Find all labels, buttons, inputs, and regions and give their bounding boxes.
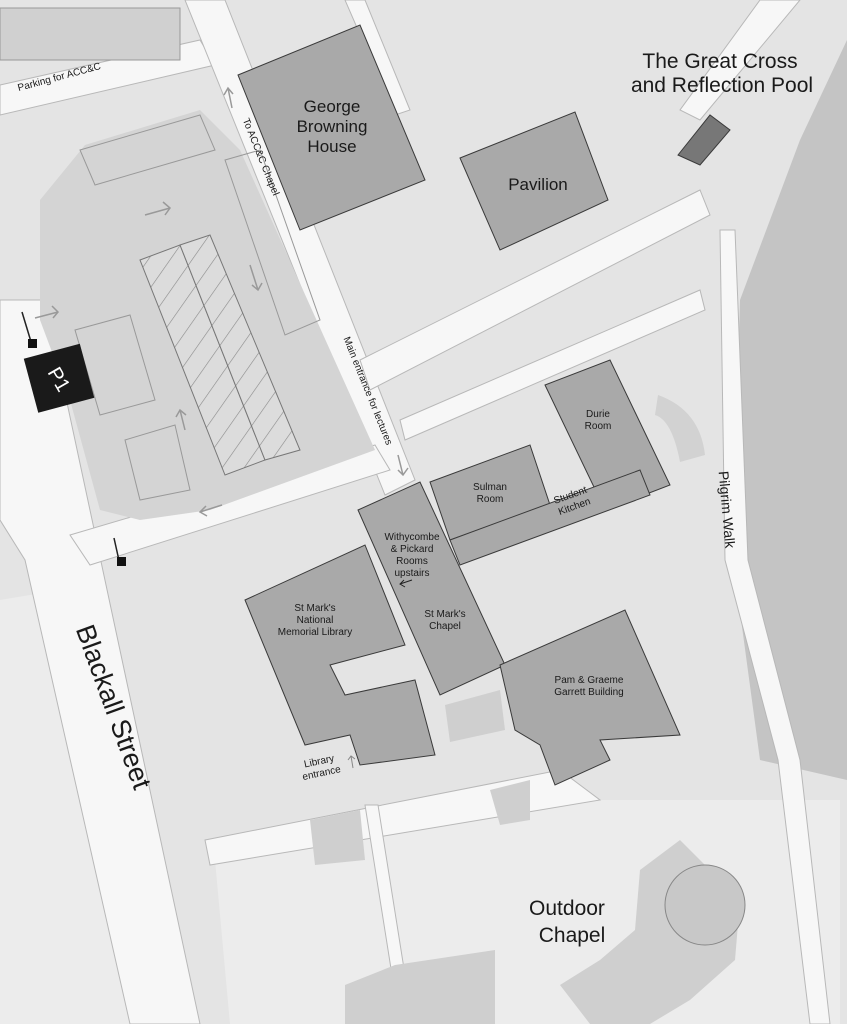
entry-arrow-down: [397, 454, 409, 477]
pilgrim-walk-label: Pilgrim Walk: [716, 470, 739, 549]
outdoor-chapel-circle: [664, 864, 746, 946]
george-browning-label-line1: George: [304, 97, 361, 116]
garrett-label-line1: Pam & Graeme: [555, 675, 624, 686]
driveway-lower: [399, 289, 706, 441]
gate-marker-top: [28, 339, 37, 348]
entry-arrow-up: [223, 86, 234, 109]
parking-p1-box: [23, 343, 95, 413]
parking-p1-marker[interactable]: P1: [23, 343, 95, 413]
car-park-arrow-top: [144, 201, 172, 216]
st-marks-library[interactable]: [244, 544, 436, 766]
pilgrim-walk-path: [719, 229, 831, 1024]
library-entrance-arrow-icon: [347, 755, 356, 769]
paved-patch-2: [490, 780, 530, 825]
paved-area-south: [345, 950, 495, 1024]
paved-patch-1: [310, 810, 365, 865]
sulman-room-label-line1: Sulman: [473, 482, 507, 493]
outdoor-chapel-label-line1: Outdoor: [529, 897, 605, 920]
durie-room-label-line1: Durie: [586, 409, 610, 420]
car-park-arrow-left: [198, 504, 223, 517]
car-park-arrow-up: [175, 408, 187, 431]
upstairs-arrow-icon: [399, 579, 413, 588]
withycombe-label-line1: Withycombe: [384, 532, 439, 543]
top-parking-bays: [0, 7, 181, 61]
top-right-path: [679, 0, 801, 121]
paved-patch-3: [445, 690, 505, 742]
car-park-bays-right: [224, 149, 321, 336]
library-label-line3: Memorial Library: [278, 627, 352, 638]
st-marks-chapel-label-line1: St Mark's: [424, 609, 465, 620]
library-label-line2: National: [297, 615, 334, 626]
george-browning-house[interactable]: [237, 24, 426, 231]
garrett-label-line2: Garrett Building: [554, 687, 623, 698]
garrett-building[interactable]: [499, 609, 681, 786]
hillside-area: [733, 40, 847, 780]
sulman-room-label-line2: Room: [477, 494, 504, 505]
buildings: [237, 24, 731, 786]
george-browning-label-line2: Browning: [297, 117, 368, 136]
car-park-bays-top: [79, 114, 216, 186]
great-cross-label-line1: The Great Cross: [642, 50, 797, 73]
driveway-diagonal: [359, 189, 711, 391]
outdoor-chapel-label-line2: Chapel: [539, 924, 606, 947]
gate-marker-bottom: [117, 557, 126, 566]
car-park-arrow-entry: [34, 305, 60, 319]
durie-room-label-line2: Room: [585, 421, 612, 432]
car-park-bays-left: [74, 314, 156, 416]
st-marks-chapel-label-line2: Chapel: [429, 621, 461, 632]
withycombe-label-line3: Rooms: [396, 556, 428, 567]
student-kitchen[interactable]: [449, 469, 651, 566]
paved-arc: [655, 395, 705, 462]
withycombe-label-line2: & Pickard: [391, 544, 434, 555]
great-cross-building[interactable]: [677, 114, 731, 166]
car-park-hatched-right: [179, 234, 301, 461]
withycombe-label-line4: upstairs: [394, 568, 429, 579]
pavilion-label: Pavilion: [508, 175, 568, 194]
george-browning-label-line3: House: [307, 137, 356, 156]
great-cross-label-line2: and Reflection Pool: [631, 74, 813, 97]
car-park: [0, 7, 409, 520]
library-label-line1: St Mark's: [294, 603, 335, 614]
car-park-bays-bottom: [124, 424, 191, 501]
car-park-arrow-right: [249, 264, 263, 292]
pavilion[interactable]: [459, 111, 609, 251]
